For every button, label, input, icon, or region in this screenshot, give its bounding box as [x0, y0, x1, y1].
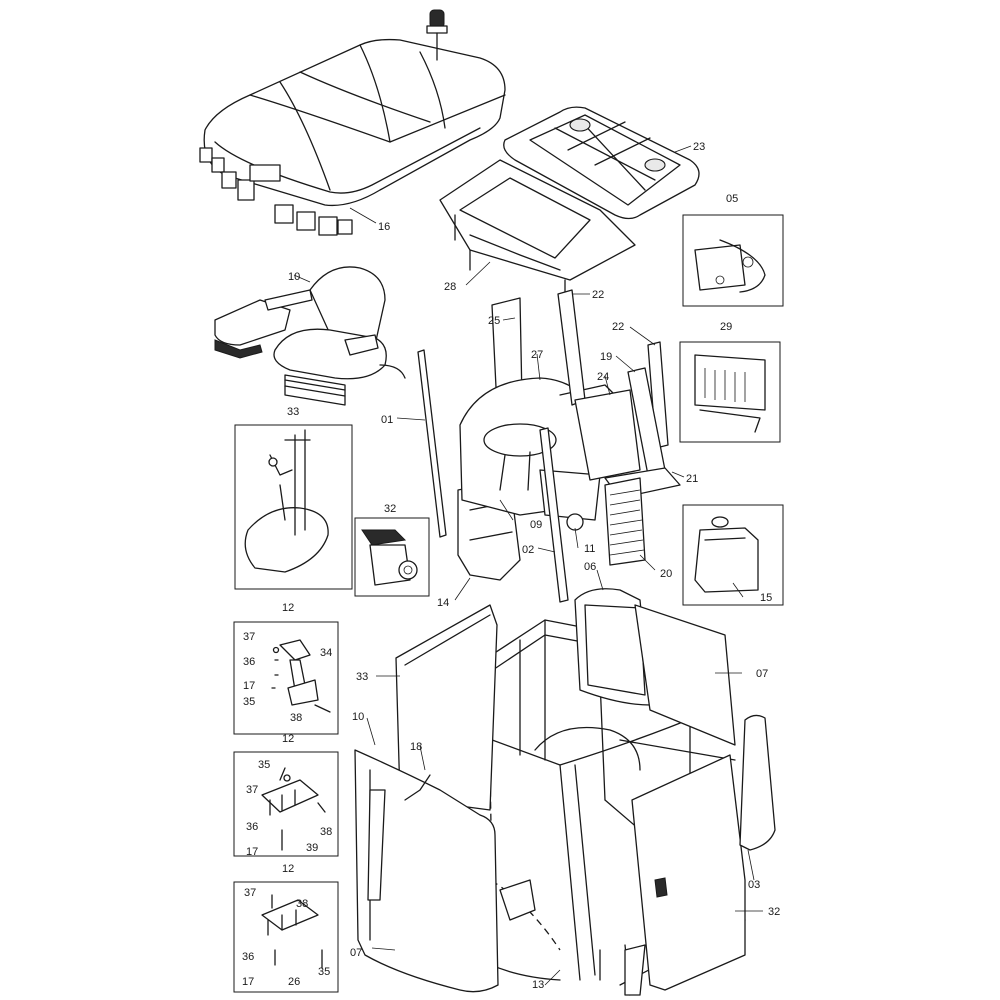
label-08: 10 [352, 711, 364, 723]
leader-lines [293, 145, 763, 986]
label-24: 24 [597, 371, 609, 383]
label-22b: 22 [612, 321, 624, 333]
brake-valve-part [361, 529, 418, 586]
label-29: 29 [720, 321, 732, 333]
label-12a: 12 [282, 602, 294, 614]
label-03: 03 [748, 879, 760, 891]
label-12c: 12 [282, 863, 294, 875]
wiring-harness-part [694, 239, 766, 293]
label-23: 23 [693, 141, 705, 153]
label-38a: 38 [290, 712, 302, 724]
label-27: 27 [531, 349, 543, 361]
label-18: 18 [410, 741, 422, 753]
label-31: 33 [287, 406, 299, 418]
pillar-02 [539, 427, 569, 603]
label-20: 20 [660, 568, 672, 580]
label-21: 21 [686, 473, 698, 485]
label-19: 19 [600, 351, 612, 363]
label-14: 14 [437, 597, 449, 609]
label-06: 07 [756, 668, 768, 680]
label-37b: 37 [246, 784, 258, 796]
label-04: 06 [584, 561, 596, 573]
label-22a: 22 [592, 289, 604, 301]
label-32: 32 [768, 906, 780, 918]
mount-bracket-c [261, 894, 323, 969]
detail-box-31 [234, 424, 353, 590]
operator-seat-part [214, 266, 406, 406]
label-33: 33 [356, 671, 368, 683]
side-window-06 [634, 604, 736, 746]
detail-box-12c [233, 881, 339, 993]
roof-part [199, 9, 506, 236]
label-11: 11 [584, 543, 595, 555]
side-panel-24 [574, 389, 641, 481]
label-34: 34 [320, 647, 332, 659]
label-35b: 35 [258, 759, 270, 771]
label-12b: 12 [282, 733, 294, 745]
label-38c: 38 [296, 898, 308, 910]
label-35c: 35 [318, 966, 330, 978]
door-32 [631, 754, 746, 991]
label-05: 05 [726, 193, 738, 205]
label-17a: 17 [243, 680, 255, 692]
door-07 [354, 749, 499, 993]
label-09: 09 [530, 519, 542, 531]
label-16: 16 [378, 221, 390, 233]
grille-part [604, 467, 681, 566]
mount-bracket-a [271, 639, 331, 713]
label-07: 07 [350, 947, 362, 959]
label-39: 39 [306, 842, 318, 854]
label-13: 13 [532, 979, 544, 991]
label-25: 25 [488, 315, 500, 327]
label-36a: 36 [243, 656, 255, 668]
label-37a: 37 [243, 631, 255, 643]
label-36b: 36 [246, 821, 258, 833]
label-15: 15 [760, 592, 772, 604]
roof-liner-part [439, 159, 636, 301]
washer-reservoir-part [694, 516, 759, 593]
label-26: 26 [288, 976, 300, 988]
pedal-bracket-part [244, 429, 329, 573]
door-03 [739, 714, 776, 851]
label-17c: 17 [242, 976, 254, 988]
label-10: 10 [288, 271, 300, 283]
pillar-trim-01 [417, 349, 447, 538]
label-17b: 17 [246, 846, 258, 858]
mount-bracket-b [261, 767, 326, 851]
label-02: 02 [522, 544, 534, 556]
fuse-panel-part [694, 354, 766, 433]
label-35a: 35 [243, 696, 255, 708]
label-38b: 38 [320, 826, 332, 838]
label-01: 01 [381, 414, 393, 426]
roof-frame-part [503, 106, 700, 220]
label-28: 28 [444, 281, 456, 293]
label-37c: 37 [244, 887, 256, 899]
label-36c: 36 [242, 951, 254, 963]
dashboard-part [459, 377, 631, 531]
label-30: 32 [384, 503, 396, 515]
detail-box-12a [233, 621, 339, 735]
